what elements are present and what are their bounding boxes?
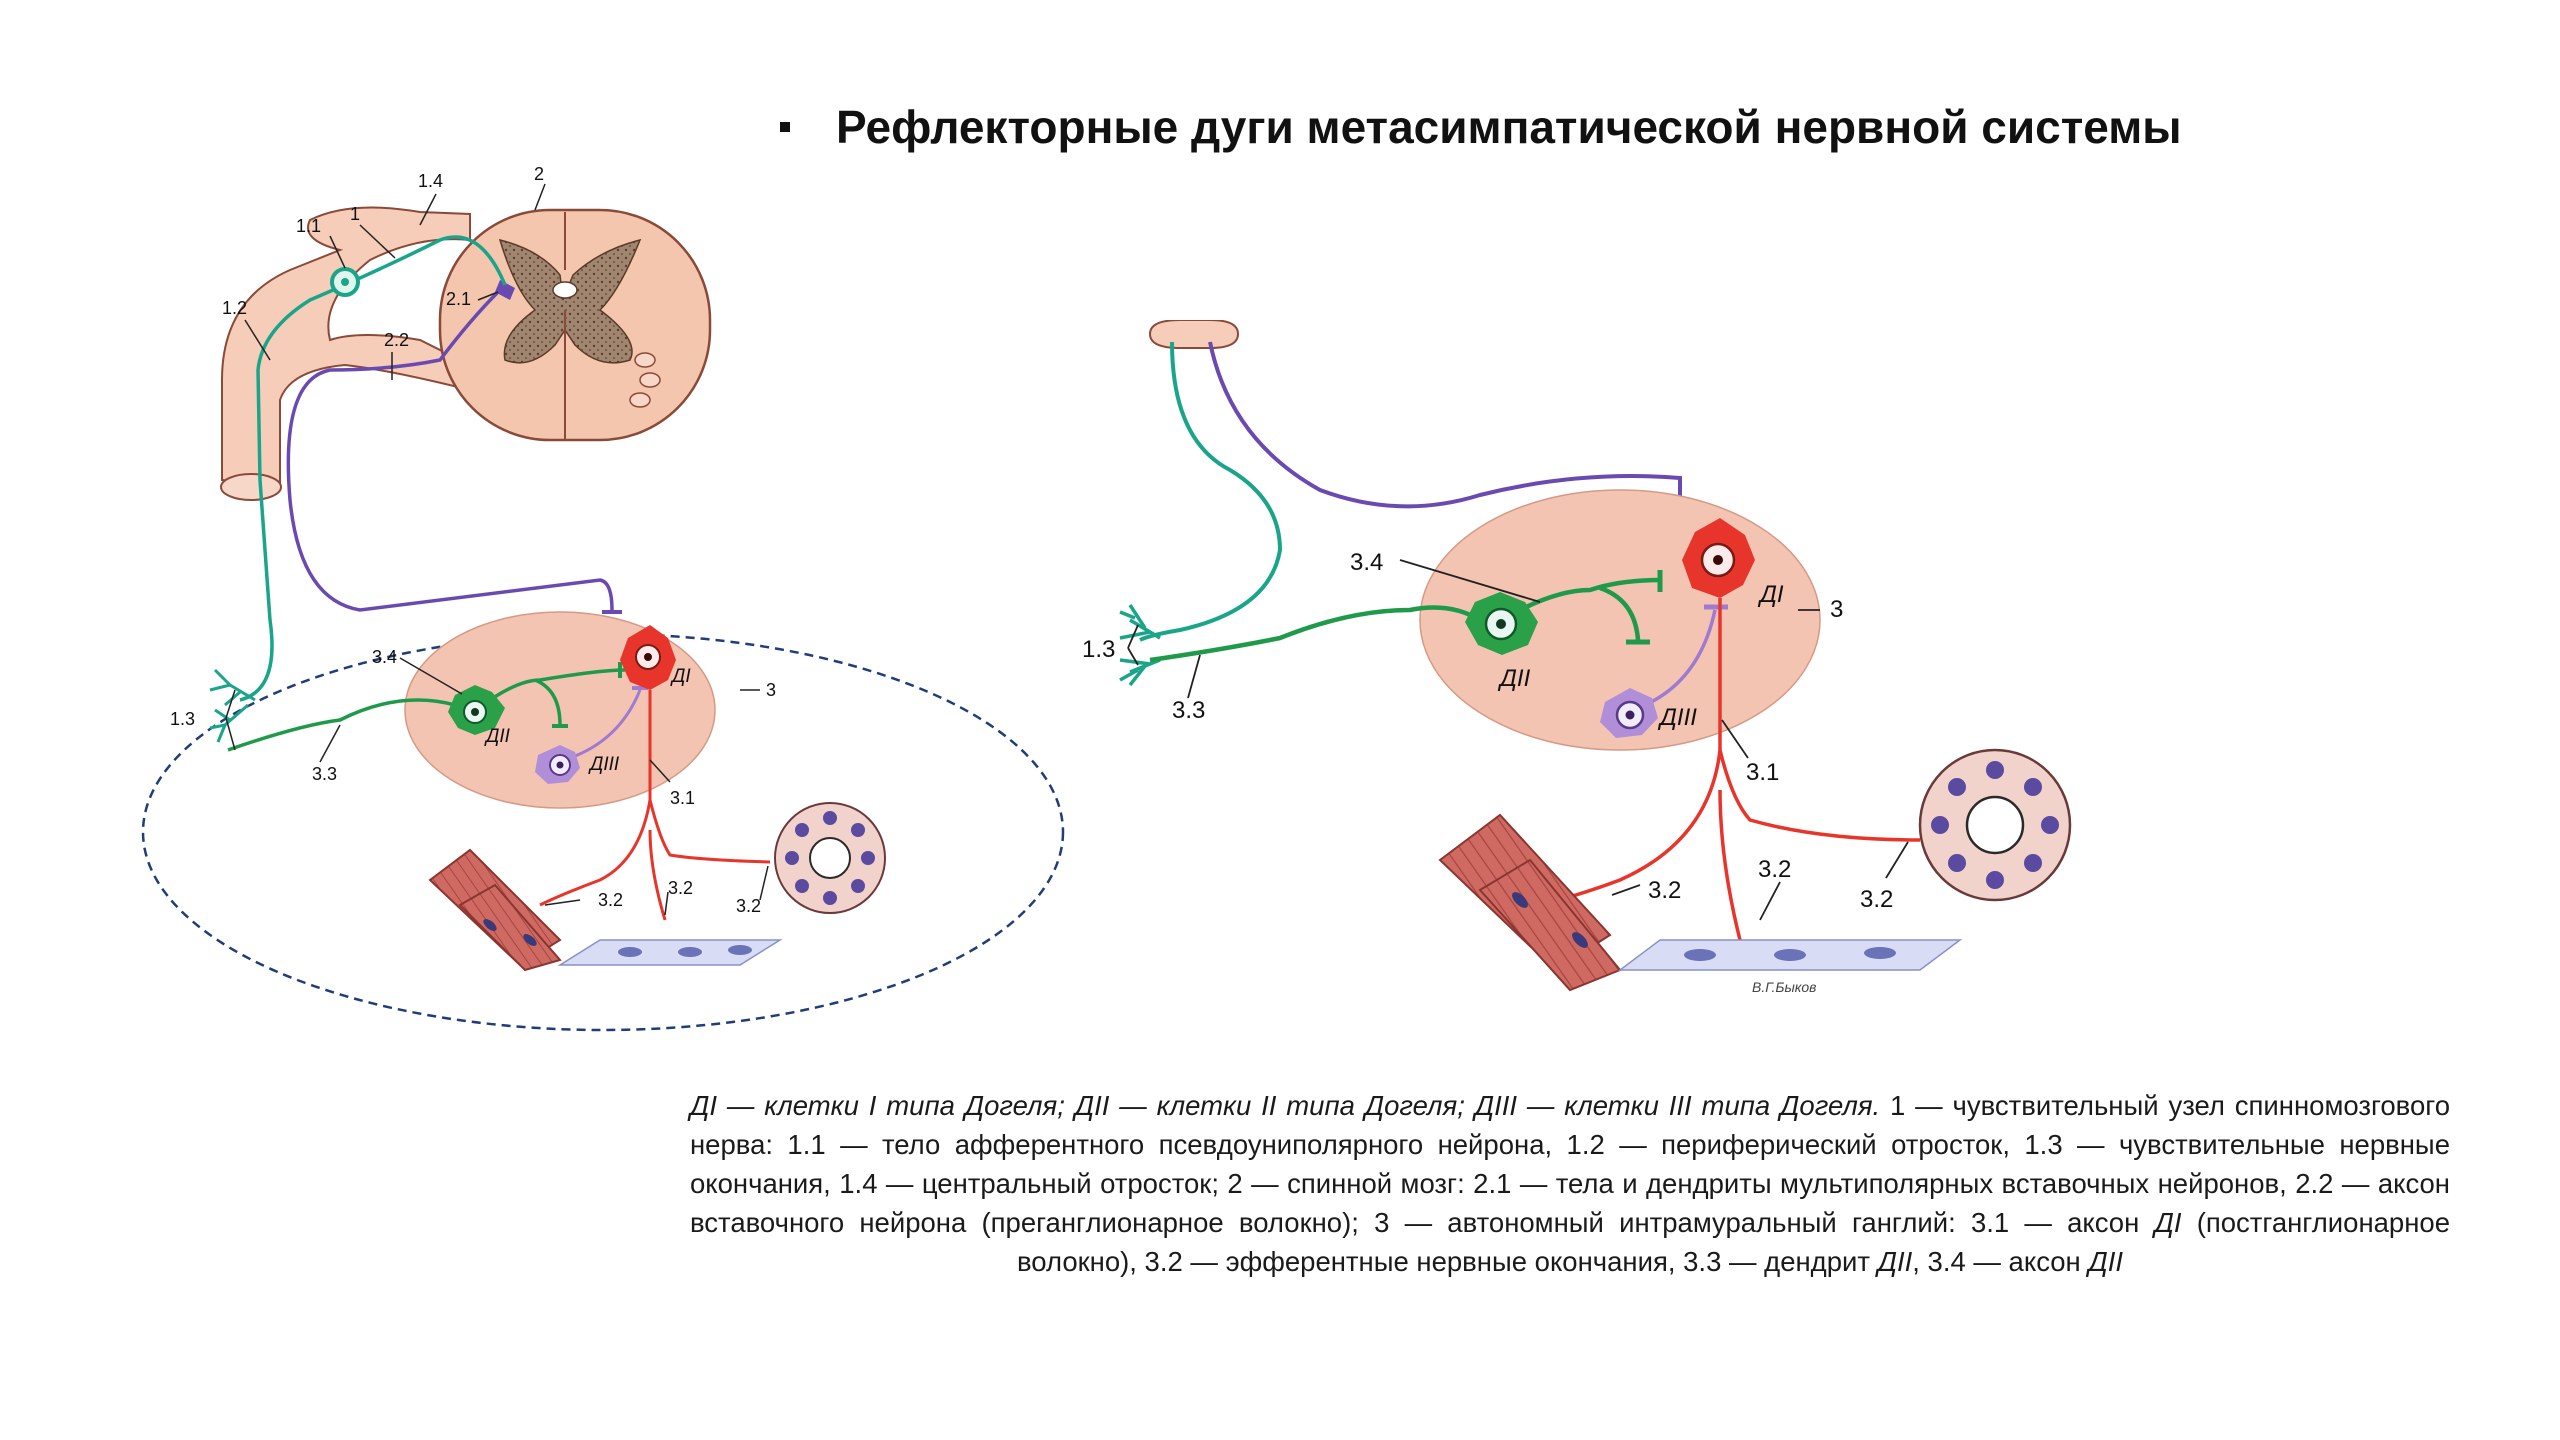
- ventral-root-cut-2: [639, 372, 661, 388]
- gland-lumen-left: [809, 837, 851, 879]
- label-3-2-a: 3.2: [598, 890, 623, 910]
- r-label-3-2-b: 3.2: [1758, 856, 1791, 883]
- right-labels: 3.4 1.3 3.3 3 3.1 3.2 3.2 3.2: [1082, 549, 1893, 913]
- dogiel2-branch-right: [1599, 585, 1641, 641]
- label-1-2: 1.2: [222, 298, 247, 318]
- epithelium-nucleus-right-1: [1684, 949, 1716, 961]
- r-label-3-3: 3.3: [1172, 697, 1205, 724]
- dogiel1-nucleolus-right: [1713, 555, 1723, 565]
- caption-text-2: (постганглионарное волокно), 3.2 — эффер…: [1016, 1207, 2450, 1277]
- label-2-2: 2.2: [384, 330, 409, 350]
- dogiel2-branch-left: [534, 678, 562, 726]
- label-3-3: 3.3: [312, 764, 337, 784]
- r-label-1-3: 1.3: [1082, 636, 1115, 663]
- interneuron-body: [495, 280, 515, 300]
- preganglionic-fiber-right: [1208, 341, 1682, 530]
- dogiel2-axon-right: [1518, 577, 1661, 613]
- right-nerve-cut: [1148, 320, 1240, 349]
- right-diagram: 3.4 1.3 3.3 3 3.1 3.2 3.2 3.2 ДI ДII ДII…: [1082, 320, 2072, 995]
- label-1: 1: [350, 204, 360, 224]
- left-leader-lines: [225, 183, 769, 916]
- r-label-d3: ДIII: [1657, 704, 1697, 731]
- dogiel3-nucleolus-left: [556, 761, 564, 769]
- sensory-ending-right-2: [1119, 658, 1161, 687]
- r-label-3-2-a: 3.2: [1648, 877, 1681, 904]
- pseudounipolar-nucleus: [341, 278, 349, 286]
- label-3-2-b: 3.2: [668, 878, 693, 898]
- label-d2-left: ДII: [484, 726, 511, 747]
- nerve-cut-end: [220, 473, 282, 501]
- dogiel2-nucleolus-right: [1496, 619, 1506, 629]
- label-2-1: 2.1: [446, 289, 471, 309]
- slide-title: Рефлекторные дуги метасимпатической нерв…: [780, 100, 2182, 154]
- r-label-3-1: 3.1: [1746, 759, 1779, 786]
- dogiel1-axon-left: [539, 690, 771, 921]
- bullet-icon: [780, 121, 790, 132]
- dogiel1-nucleolus-left: [644, 653, 652, 661]
- gland-lumen-right: [1965, 795, 2025, 855]
- caption-d1: ДI: [2154, 1207, 2182, 1238]
- dogiel2-axon-left: [489, 668, 626, 702]
- caption-d2-b: ДII: [2088, 1246, 2124, 1277]
- epithelium-nucleus-3: [728, 945, 752, 955]
- label-2: 2: [534, 164, 544, 184]
- sensory-ending-right-1: [1119, 604, 1161, 640]
- right-cell-labels: ДI ДII ДIII: [1497, 581, 1784, 731]
- label-3: 3: [766, 680, 776, 700]
- dogiel2-dendrite-left: [227, 698, 456, 752]
- muscle-nucleus-right-2: [1572, 932, 1588, 948]
- ventral-root-cut-3: [629, 392, 651, 408]
- r-label-3-4: 3.4: [1350, 549, 1383, 576]
- muscle-nucleus-2: [523, 934, 537, 946]
- dogiel2-dendrite-right: [1149, 605, 1482, 663]
- epithelium-nucleus-right-3: [1864, 947, 1896, 959]
- label-3-2-c: 3.2: [736, 896, 761, 916]
- epithelium-nucleus-2: [678, 947, 702, 957]
- caption-legend: ДI — клетки I типа Догеля; ДII — клетки …: [690, 1090, 1881, 1121]
- dogiel3-axon-left: [569, 689, 642, 760]
- dogiel3-axon-right: [1644, 609, 1717, 707]
- caption-text-3: , 3.4 — аксон: [1912, 1246, 2089, 1277]
- epithelium-nucleus-right-2: [1774, 949, 1806, 961]
- label-1-3: 1.3: [170, 709, 195, 729]
- gland-cells-right: [1931, 761, 2059, 889]
- label-d1-left: ДI: [670, 666, 691, 687]
- left-cell-labels: ДI ДII ДIII: [484, 666, 691, 775]
- title-text: Рефлекторные дуги метасимпатической нерв…: [836, 101, 2182, 153]
- label-d3-left: ДIII: [588, 754, 620, 775]
- caption-d2-a: ДII: [1877, 1246, 1913, 1277]
- muscle-nucleus-right-1: [1512, 892, 1528, 908]
- r-label-d1: ДI: [1757, 581, 1784, 608]
- afferent-fiber-right: [1139, 341, 1283, 642]
- label-1-4: 1.4: [418, 171, 443, 191]
- muscle-nucleus-1: [483, 919, 497, 931]
- ventral-root-cut-1: [634, 352, 656, 368]
- r-label-3: 3: [1830, 596, 1843, 623]
- dogiel3-nucleolus-right: [1625, 710, 1635, 720]
- central-canal: [552, 281, 578, 299]
- epithelium-left: [557, 939, 783, 966]
- r-label-d2: ДII: [1497, 665, 1531, 692]
- label-3-1: 3.1: [670, 788, 695, 808]
- gray-matter: [498, 238, 642, 364]
- label-3-4: 3.4: [372, 647, 397, 667]
- afferent-fiber-left: [239, 235, 507, 702]
- epithelium-nucleus-1: [618, 947, 642, 957]
- left-diagram: 1 1.1 1.2 1.4 2 2.1 2.2 3.4 1.3 3 3.1 3.…: [141, 164, 1065, 1032]
- figure-caption: ДI — клетки I типа Догеля; ДII — клетки …: [690, 1086, 2450, 1281]
- label-1-1: 1.1: [296, 216, 321, 236]
- gland-cells-left: [785, 811, 875, 905]
- right-leader-lines: [1127, 559, 1909, 921]
- dogiel2-nucleolus-left: [471, 708, 479, 716]
- muscle-cell-2: [458, 883, 562, 972]
- preganglionic-fiber-left: [286, 288, 614, 612]
- r-label-3-2-c: 3.2: [1860, 886, 1893, 913]
- sensory-ending-left-1: [209, 668, 256, 707]
- left-labels: 1 1.1 1.2 1.4 2 2.1 2.2 3.4 1.3 3 3.1 3.…: [170, 164, 776, 916]
- artist-signature: В.Г.Быков: [1752, 979, 1816, 995]
- caption-text-1: 1 — чувствительный узел спинномозгового …: [690, 1090, 2450, 1238]
- sensory-ending-left-2: [209, 703, 249, 743]
